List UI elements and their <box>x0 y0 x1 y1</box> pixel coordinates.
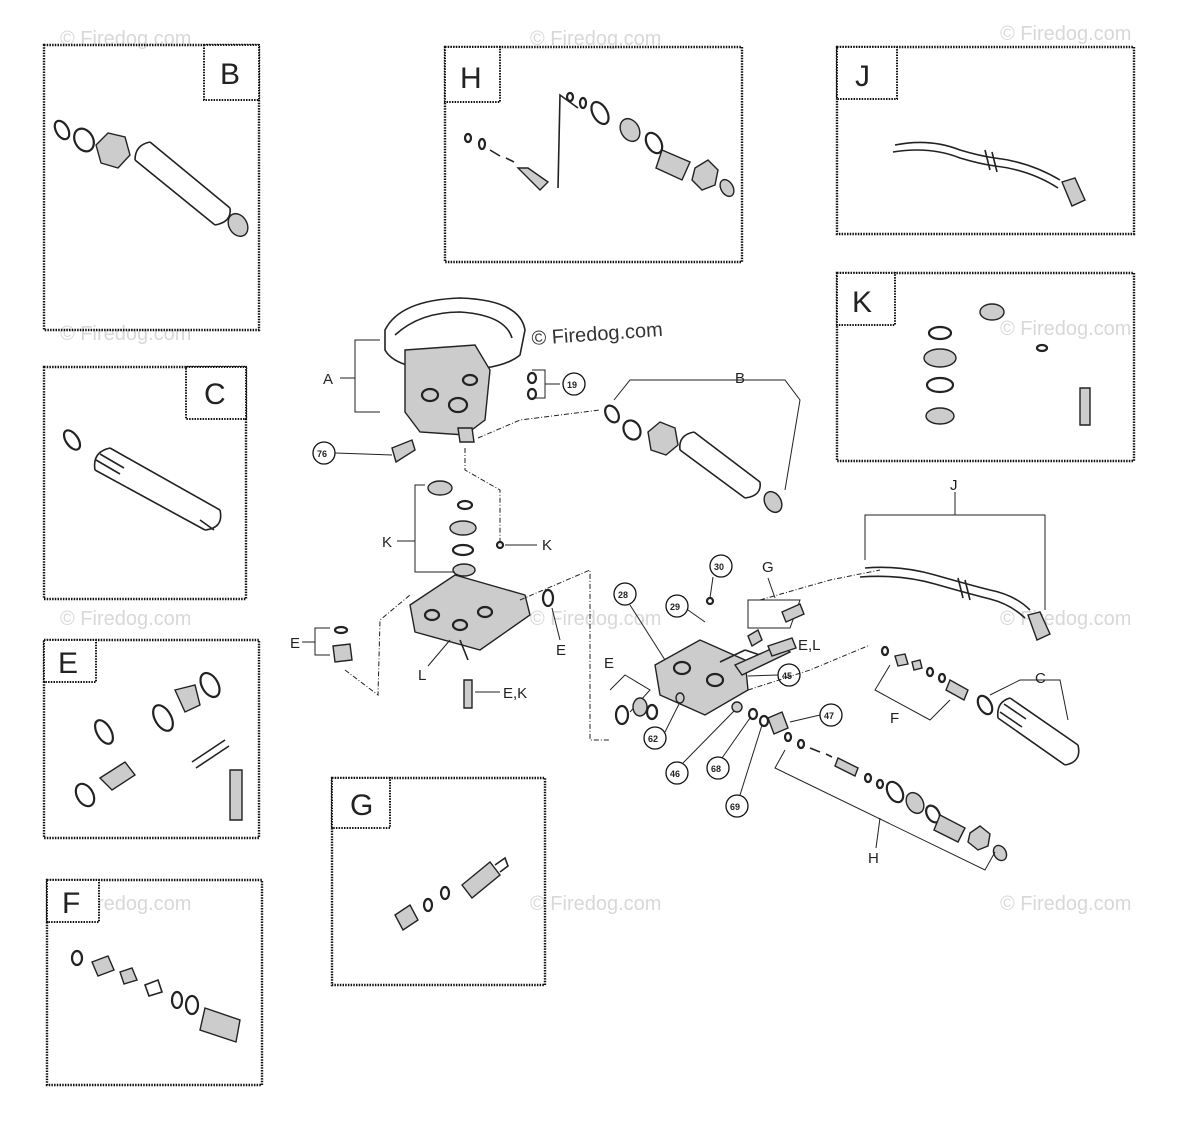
watermark-text: © Firedog.com <box>60 28 191 50</box>
svg-text:45: 45 <box>782 671 792 681</box>
label-k-left: K <box>382 534 392 551</box>
svg-text:68: 68 <box>711 764 721 774</box>
label-a: A <box>323 371 333 388</box>
callout-69 <box>725 794 749 818</box>
label-c: C <box>1035 670 1046 687</box>
watermark-text: © Firedog.com <box>1000 893 1131 915</box>
label-ek: E,K <box>503 685 527 702</box>
watermark-text: © Firedog.com <box>60 323 191 345</box>
box-h-label: H <box>460 62 482 95</box>
filter-assembly-exploded <box>604 404 783 514</box>
label-b: B <box>735 370 745 387</box>
relief-valve-exploded <box>783 731 1008 862</box>
svg-text:47: 47 <box>824 711 834 721</box>
svg-text:28: 28 <box>618 590 628 600</box>
label-g: G <box>762 559 774 576</box>
box-f-label: F <box>62 887 80 920</box>
label-f: F <box>890 710 899 727</box>
label-l: L <box>418 667 426 684</box>
svg-text:29: 29 <box>670 602 680 612</box>
watermark-text: © Firedog.com <box>530 28 661 50</box>
svg-text:19: 19 <box>567 380 577 390</box>
callout-68 <box>706 756 730 780</box>
box-j-label: J <box>855 60 870 93</box>
svg-text:30: 30 <box>714 562 724 572</box>
fitting-parts-icon <box>394 856 509 932</box>
hose-exploded <box>859 566 1051 641</box>
inset-box-h: H <box>443 45 744 264</box>
seal-stack <box>427 480 477 577</box>
outlet-tube-exploded <box>976 694 1080 766</box>
check-valve-parts-icon <box>74 671 243 821</box>
manifold-block <box>409 574 531 661</box>
watermark-text: © Firedog.com <box>1000 23 1131 45</box>
svg-text:46: 46 <box>670 769 680 779</box>
label-el: E,L <box>798 637 821 654</box>
watermark-text: © Firedog.com <box>1000 608 1131 630</box>
inset-box-g: G <box>330 776 547 987</box>
box-b-label: B <box>220 58 240 91</box>
label-e-left: E <box>290 635 300 652</box>
inset-box-c: C <box>42 365 248 601</box>
inset-box-b: B <box>42 43 261 332</box>
box-e-label: E <box>58 647 78 680</box>
label-j: J <box>950 477 958 494</box>
pump-head-assembly <box>384 297 526 443</box>
seal-kit-icon <box>923 303 1091 426</box>
hose-icon <box>892 141 1086 207</box>
callout-46 <box>665 761 689 785</box>
watermark-text: © Firedog.com <box>1000 318 1131 340</box>
callout-29 <box>665 594 689 618</box>
watermark-text: © Firedog.com <box>530 893 661 915</box>
callout-62 <box>643 726 667 750</box>
watermark-text: © Firedog.com <box>60 608 191 630</box>
unloader-exploded <box>880 645 969 701</box>
svg-text:69: 69 <box>730 802 740 812</box>
label-h: H <box>868 850 879 867</box>
callout-30 <box>709 554 733 578</box>
callout-28 <box>613 582 637 606</box>
watermark-text: © Firedog.com <box>530 608 661 630</box>
label-e-mid: E <box>604 655 614 672</box>
watermarks: © Firedog.com © Firedog.com © Firedog.co… <box>60 23 1131 915</box>
box-c-label: C <box>204 378 226 411</box>
label-e-right: E <box>556 642 566 659</box>
label-k-right: K <box>542 537 552 554</box>
svg-text:76: 76 <box>317 449 327 459</box>
box-k-label: K <box>852 286 872 319</box>
callout-19 <box>562 372 586 396</box>
inset-box-f: F <box>45 878 264 1087</box>
relief-valve-assembly-icon <box>463 91 735 198</box>
unloader-valve-icon <box>70 949 241 1043</box>
outlet-tube-icon <box>62 429 222 531</box>
filter-assembly-icon <box>53 119 249 238</box>
svg-text:62: 62 <box>648 734 658 744</box>
box-g-label: G <box>350 789 373 822</box>
watermark-main: © Firedog.com <box>531 319 664 350</box>
inset-box-k: K <box>835 271 1136 463</box>
bracket-a <box>354 339 380 413</box>
inset-box-e: E <box>42 638 261 840</box>
inset-box-j: J <box>835 45 1136 236</box>
